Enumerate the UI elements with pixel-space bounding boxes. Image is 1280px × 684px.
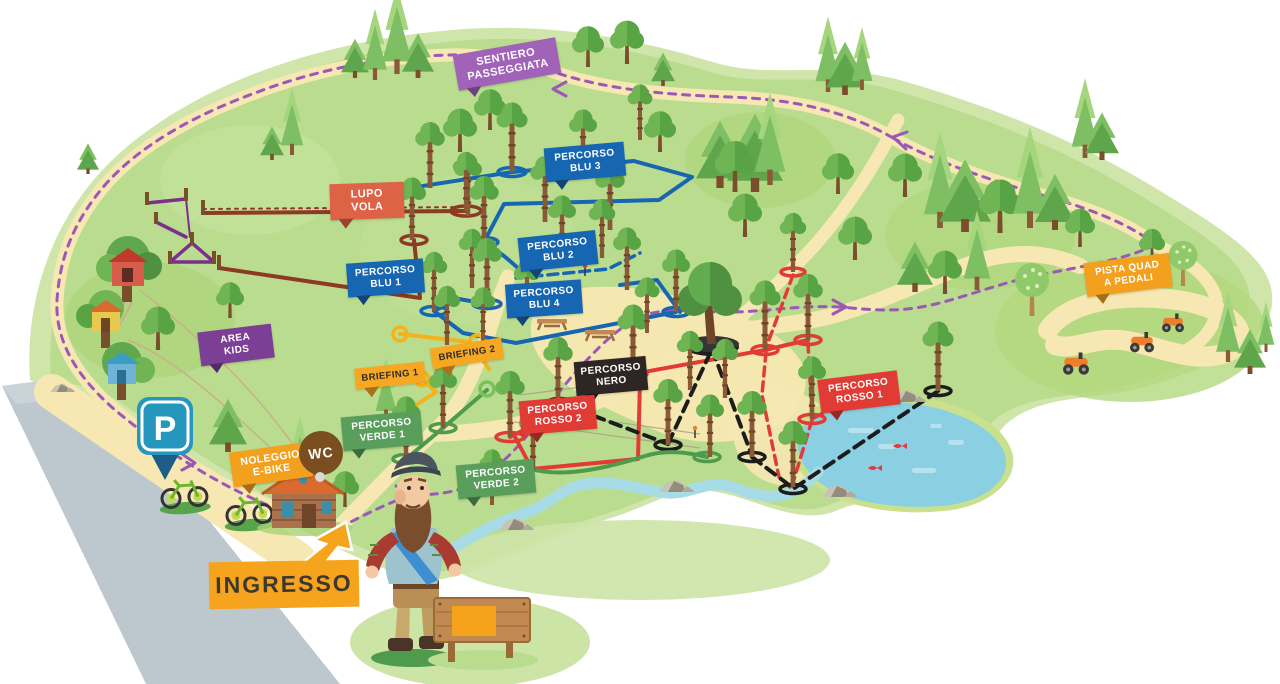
lake [789, 393, 1014, 513]
fish-icon [868, 443, 907, 471]
treehouse-yellow [76, 290, 124, 348]
kids-ziplines [145, 197, 216, 264]
wooden-signboard [428, 597, 538, 670]
ingresso-banner: INGRESSO [208, 559, 360, 610]
zipline-posts [145, 188, 221, 270]
parking-sign: P [137, 397, 193, 480]
treehouses [76, 236, 311, 476]
wc-sign-post-dot [315, 472, 325, 482]
treehouse-blue [102, 342, 155, 400]
treehouse-red [96, 236, 162, 302]
parking-letter: P [154, 410, 177, 448]
